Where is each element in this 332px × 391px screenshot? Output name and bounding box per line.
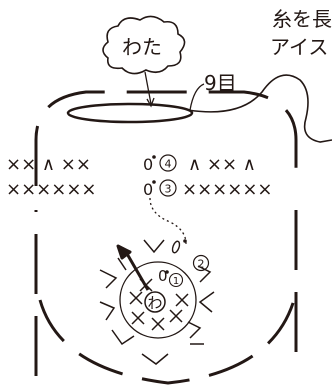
round2-v-marks: [99, 257, 215, 365]
cotton-arrow-line: [144, 71, 152, 105]
row1-round-number: 1: [168, 272, 184, 288]
magic-ring-label: わ: [147, 294, 162, 312]
row3-chain-symbol: 0: [143, 180, 153, 199]
round1-slip-stitch-dot: [165, 270, 169, 274]
inner-ring-outline: [119, 261, 197, 339]
body-outline-dashed: [34, 90, 298, 376]
row4-slip-stitch-dot: [152, 155, 156, 159]
svg-text:3: 3: [165, 183, 172, 196]
direction-arrow-head: [116, 244, 132, 260]
row4-left-marks: ×× ∧ ××: [6, 154, 91, 175]
svg-text:4: 4: [165, 158, 172, 171]
row2-v-mark: [143, 239, 165, 254]
row3-left-marks: ××××××: [6, 179, 97, 200]
cotton-label: わた: [122, 35, 162, 59]
row2-chain-symbol: [171, 240, 181, 254]
svg-text:1: 1: [173, 276, 179, 287]
row4-right-marks: ∧ ×× ∧: [188, 154, 256, 175]
cotton-cloud-icon: わた: [102, 15, 186, 75]
bottom-curve-dashed: [38, 299, 296, 385]
row4-chain-symbol: 0: [143, 155, 153, 174]
top-opening: [66, 102, 194, 124]
row4-round-number: 4: [159, 154, 177, 172]
cotton-arrow-head: [146, 97, 155, 108]
row2-round-number: 2: [192, 254, 210, 272]
magic-ring-circle: [144, 291, 166, 313]
stitch-count-label: 9目: [204, 71, 237, 95]
yarn-note-line2: アイス: [270, 35, 328, 59]
direction-arrow-line: [124, 251, 150, 291]
row3-round-number: 3: [159, 179, 177, 197]
round1-chain-symbol: 0: [158, 267, 168, 285]
yarn-note-line1: 糸を長: [272, 7, 332, 31]
row-connection-dotted: [149, 197, 187, 245]
svg-text:2: 2: [198, 258, 205, 271]
row3-right-marks: ××××××: [182, 179, 273, 200]
row2-slip-stitch-dot: [183, 239, 187, 243]
stitch-count-leader: [189, 83, 205, 111]
row3-slip-stitch-dot: [152, 180, 156, 184]
yarn-tail: [187, 74, 332, 143]
